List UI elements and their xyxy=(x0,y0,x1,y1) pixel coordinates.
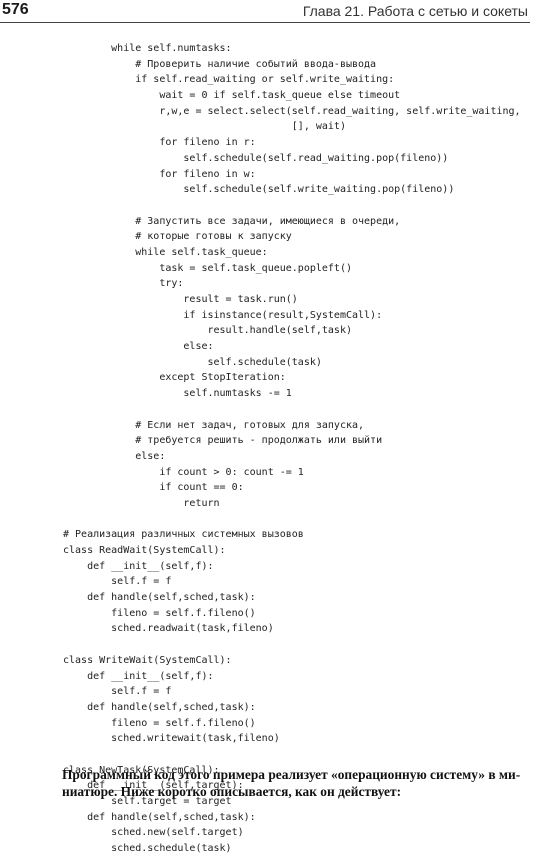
code-line: class NewTask(SystemCall): xyxy=(63,764,220,776)
code-line: while self.task_queue: xyxy=(63,246,268,258)
code-line: self.schedule(task) xyxy=(63,356,322,368)
code-listing: while self.numtasks: # Проверить наличие… xyxy=(63,41,521,857)
code-line: class ReadWait(SystemCall): xyxy=(63,545,226,556)
page-header: 576 Глава 21. Работа с сетью и сокеты xyxy=(0,0,530,23)
code-line: if isinstance(result,SystemCall): xyxy=(63,309,383,321)
code-line xyxy=(63,637,521,653)
code-line: # Если нет задач, готовых для запуска, xyxy=(63,419,365,431)
code-line: fileno = self.f.fileno() xyxy=(63,607,256,619)
code-line: try: xyxy=(63,278,184,290)
code-line: # Проверить наличие событий ввода-вывода xyxy=(63,58,377,70)
code-line: task = self.task_queue.popleft() xyxy=(63,262,352,274)
code-line: else: xyxy=(63,341,214,353)
code-line: sched.schedule(task) xyxy=(63,843,232,855)
code-line: for fileno in w: xyxy=(63,168,256,180)
code-line: fileno = self.f.fileno() xyxy=(63,717,256,729)
code-line: # которые готовы к запуску xyxy=(63,231,292,243)
code-line: # Реализация различных системных вызовов xyxy=(63,529,304,541)
code-line: result.handle(self,task) xyxy=(63,325,352,337)
code-line: def __init__(self,target): xyxy=(63,780,244,792)
code-line: else: xyxy=(63,450,166,462)
code-line: sched.writewait(task,fileno) xyxy=(63,733,280,745)
code-line: return xyxy=(63,497,220,509)
paragraph-line: Программный код этого примера реализует … xyxy=(62,767,521,782)
code-line xyxy=(63,747,521,763)
code-line: # Запустить все задачи, имеющиеся в очер… xyxy=(63,215,401,227)
running-title: Глава 21. Работа с сетью и сокеты xyxy=(302,3,528,19)
code-line: r,w,e = select.select(self.read_waiting,… xyxy=(63,105,521,117)
body-paragraph: Программный код этого примера реализует … xyxy=(62,766,530,800)
code-line: self.f = f xyxy=(63,576,172,588)
code-line: self.f = f xyxy=(63,686,172,698)
code-line: if count > 0: count -= 1 xyxy=(63,466,304,478)
code-line: if self.read_waiting or self.write_waiti… xyxy=(63,74,395,86)
code-line xyxy=(63,512,521,528)
code-line: for fileno in r: xyxy=(63,137,256,149)
page-number: 576 xyxy=(2,1,29,18)
code-line: def __init__(self,f): xyxy=(63,670,214,682)
code-line: def __init__(self,f): xyxy=(63,560,214,572)
code-line: if count == 0: xyxy=(63,482,244,494)
code-line: self.numtasks -= 1 xyxy=(63,388,292,400)
code-line: wait = 0 if self.task_queue else timeout xyxy=(63,90,401,102)
code-line: self.schedule(self.write_waiting.pop(fil… xyxy=(63,184,455,196)
code-line: while self.numtasks: xyxy=(63,43,232,54)
code-line: def handle(self,sched,task): xyxy=(63,592,256,604)
code-line: # требуется решить - продолжать или выйт… xyxy=(63,435,383,447)
code-line: self.schedule(self.read_waiting.pop(file… xyxy=(63,152,449,164)
code-line: sched.new(self.target) xyxy=(63,827,244,839)
code-line: sched.readwait(task,fileno) xyxy=(63,623,274,635)
code-line: except StopIteration: xyxy=(63,372,286,384)
paragraph-line: ниатюре. Ниже коротко описывается, как о… xyxy=(62,784,402,799)
code-line xyxy=(63,198,521,214)
code-line xyxy=(63,402,521,418)
code-line: def handle(self,sched,task): xyxy=(63,701,256,713)
code-line: class WriteWait(SystemCall): xyxy=(63,654,232,666)
code-line: [], wait) xyxy=(63,121,346,133)
code-line: def handle(self,sched,task): xyxy=(63,811,256,823)
code-line: result = task.run() xyxy=(63,294,298,305)
